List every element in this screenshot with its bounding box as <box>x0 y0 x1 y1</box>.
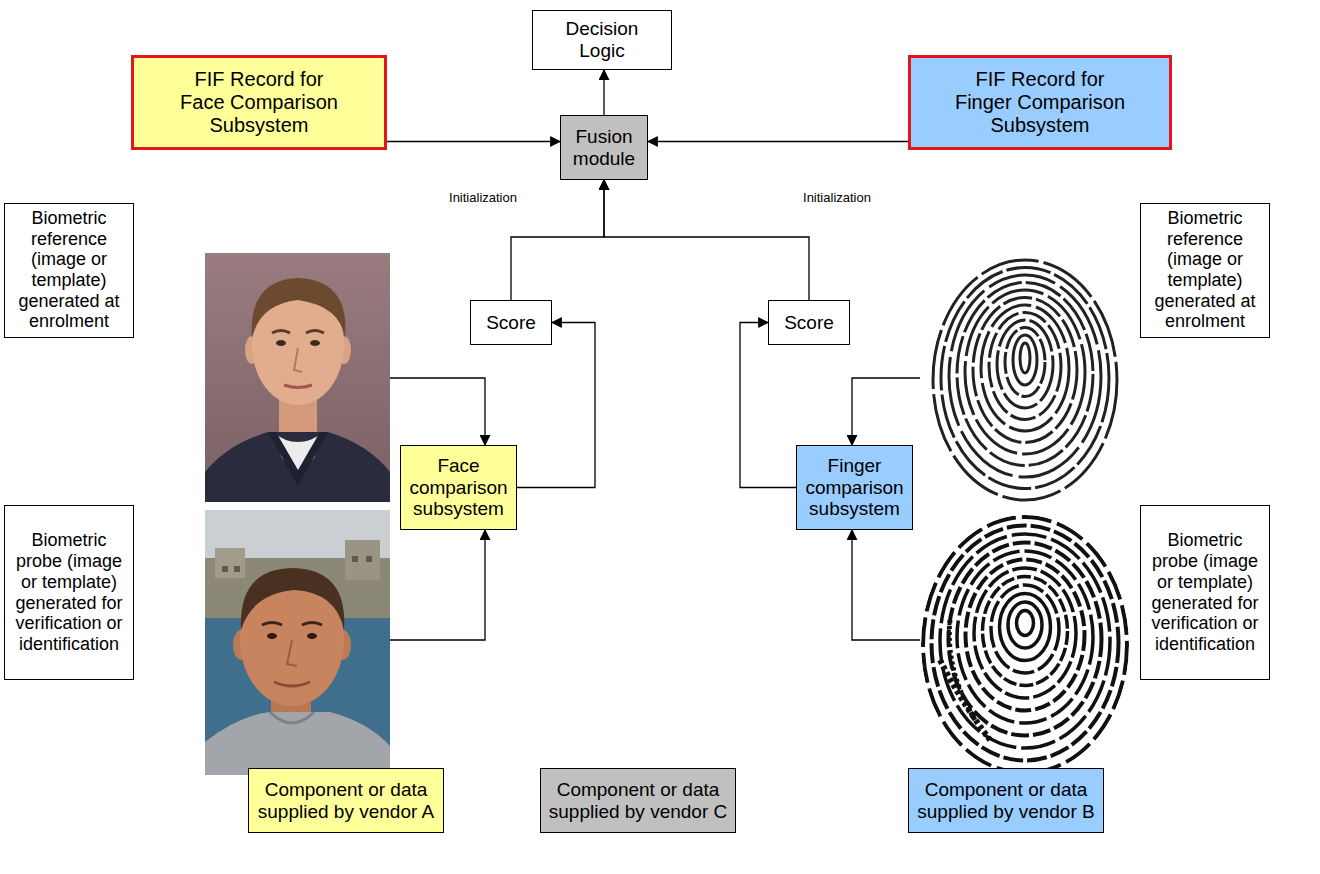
description-box: Biometric probe (image or template) gene… <box>4 505 134 680</box>
legend-text: Component or data supplied by vendor C <box>547 779 729 823</box>
connector <box>517 323 595 488</box>
subsystem-box: Face comparison subsystem <box>400 445 517 530</box>
fusion-box: Fusion module <box>560 115 648 180</box>
node-text: FIF Record for Finger Comparison Subsyst… <box>947 68 1133 137</box>
score-box: Score <box>768 300 850 345</box>
record-box: FIF Record for Face Comparison Subsystem <box>131 55 387 150</box>
node-text: Biometric probe (image or template) gene… <box>1146 530 1264 654</box>
feed-line <box>852 378 920 445</box>
node-text: Score <box>486 312 536 334</box>
edge-label: Initialization <box>447 190 519 205</box>
fingerprint-probe <box>923 517 1127 773</box>
record-box: FIF Record for Finger Comparison Subsyst… <box>908 55 1172 150</box>
node-text: Score <box>784 312 834 334</box>
legend-swatch: Component or data supplied by vendor A <box>248 768 444 833</box>
description-box: Biometric probe (image or template) gene… <box>1140 505 1270 680</box>
legend-text: Component or data supplied by vendor A <box>255 779 437 823</box>
node-text: Biometric reference (image or template) … <box>1146 208 1264 332</box>
node-text: Biometric probe (image or template) gene… <box>10 530 128 654</box>
decision-box: Decision Logic <box>532 10 672 70</box>
feed-line <box>390 378 485 445</box>
feed-line <box>852 530 920 640</box>
connector <box>648 141 908 142</box>
node-text: Biometric reference (image or template) … <box>10 208 128 332</box>
score-box: Score <box>470 300 552 345</box>
connector <box>603 70 604 115</box>
description-box: Biometric reference (image or template) … <box>4 203 134 338</box>
legend-swatch: Component or data supplied by vendor B <box>908 768 1104 833</box>
node-text: Decision Logic <box>551 18 653 62</box>
connector <box>511 180 604 300</box>
legend-swatch: Component or data supplied by vendor C <box>540 768 736 833</box>
fingerprint-reference <box>933 260 1117 500</box>
node-text: Fusion module <box>565 126 643 170</box>
face-photo-reference <box>205 253 390 502</box>
face-photo-probe <box>205 510 390 775</box>
edge-label: Initialization <box>801 190 873 205</box>
legend-text: Component or data supplied by vendor B <box>915 779 1097 823</box>
sample-feed-lines <box>390 378 920 640</box>
node-text: Face comparison subsystem <box>405 455 512 521</box>
connector <box>740 323 796 488</box>
node-text: Finger comparison subsystem <box>801 455 908 521</box>
feed-line <box>390 530 485 640</box>
connector <box>387 141 560 142</box>
node-text: FIF Record for Face Comparison Subsystem <box>170 68 348 137</box>
connector <box>604 180 809 300</box>
subsystem-box: Finger comparison subsystem <box>796 445 913 530</box>
description-box: Biometric reference (image or template) … <box>1140 203 1270 338</box>
